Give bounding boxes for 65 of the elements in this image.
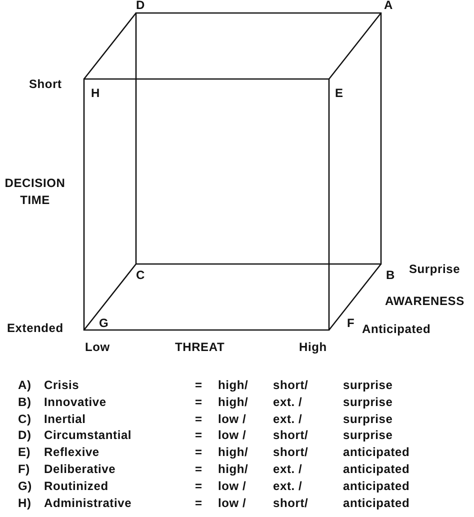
- axis-value: Short: [29, 77, 62, 91]
- time-value: ext. /: [273, 478, 302, 493]
- option-letter: E): [18, 445, 31, 460]
- equals-sign: =: [195, 462, 202, 476]
- option-letter: C): [18, 412, 32, 426]
- threat-value: low /: [218, 428, 246, 442]
- axis-title: DECISION TIME: [4, 175, 66, 209]
- corner-letter: B: [386, 268, 395, 282]
- corner-letter: D: [136, 0, 145, 12]
- option-letter: F): [18, 462, 30, 476]
- corner-letter: A: [384, 0, 393, 12]
- threat-value: high/: [218, 462, 248, 476]
- awareness-value: anticipated: [343, 445, 410, 460]
- awareness-value: anticipated: [343, 496, 410, 510]
- category-name: Inertial: [44, 412, 86, 426]
- awareness-value: anticipated: [343, 478, 410, 493]
- corner-letter: C: [136, 268, 145, 282]
- option-letter: H): [18, 496, 32, 510]
- corner-letter: E: [335, 86, 344, 100]
- axis-value: Low: [85, 340, 110, 354]
- time-value: short/: [273, 445, 308, 460]
- time-value: short/: [273, 496, 308, 510]
- corner-letter: G: [99, 316, 109, 330]
- equals-sign: =: [195, 394, 202, 409]
- threat-value: low /: [218, 412, 246, 426]
- threat-value: high/: [218, 378, 248, 392]
- axis-value: High: [299, 340, 327, 354]
- equals-sign: =: [195, 378, 202, 392]
- equals-sign: =: [195, 478, 202, 493]
- option-letter: D): [18, 428, 32, 442]
- threat-value: high/: [218, 394, 248, 409]
- axis-value: Anticipated: [362, 322, 431, 336]
- option-letter: G): [18, 478, 32, 493]
- awareness-value: surprise: [343, 412, 393, 426]
- category-name: Innovative: [44, 394, 106, 409]
- axis-value: Extended: [7, 321, 64, 335]
- category-name: Administrative: [44, 496, 132, 510]
- awareness-value: anticipated: [343, 462, 410, 476]
- axis-title: THREAT: [175, 340, 225, 354]
- threat-value: high/: [218, 445, 248, 460]
- category-name: Deliberative: [44, 462, 116, 476]
- time-value: ext. /: [273, 412, 302, 426]
- awareness-value: surprise: [343, 394, 393, 409]
- equals-sign: =: [195, 445, 202, 460]
- equals-sign: =: [195, 496, 202, 510]
- corner-letter: F: [347, 316, 355, 330]
- corner-letter: H: [91, 86, 100, 100]
- threat-value: low /: [218, 478, 246, 493]
- option-letter: A): [18, 378, 32, 392]
- awareness-value: surprise: [343, 378, 393, 392]
- time-value: ext. /: [273, 394, 302, 409]
- category-name: Reflexive: [44, 445, 100, 460]
- category-name: Circumstantial: [44, 428, 132, 442]
- time-value: ext. /: [273, 462, 302, 476]
- threat-value: low /: [218, 496, 246, 510]
- time-value: short/: [273, 378, 308, 392]
- time-value: short/: [273, 428, 308, 442]
- option-letter: B): [18, 394, 32, 409]
- axis-title: AWARENESS: [385, 294, 464, 308]
- category-name: Routinized: [44, 478, 108, 493]
- axis-value: Surprise: [409, 262, 460, 276]
- awareness-value: surprise: [343, 428, 393, 442]
- equals-sign: =: [195, 428, 202, 442]
- equals-sign: =: [195, 412, 202, 426]
- category-name: Crisis: [44, 378, 80, 392]
